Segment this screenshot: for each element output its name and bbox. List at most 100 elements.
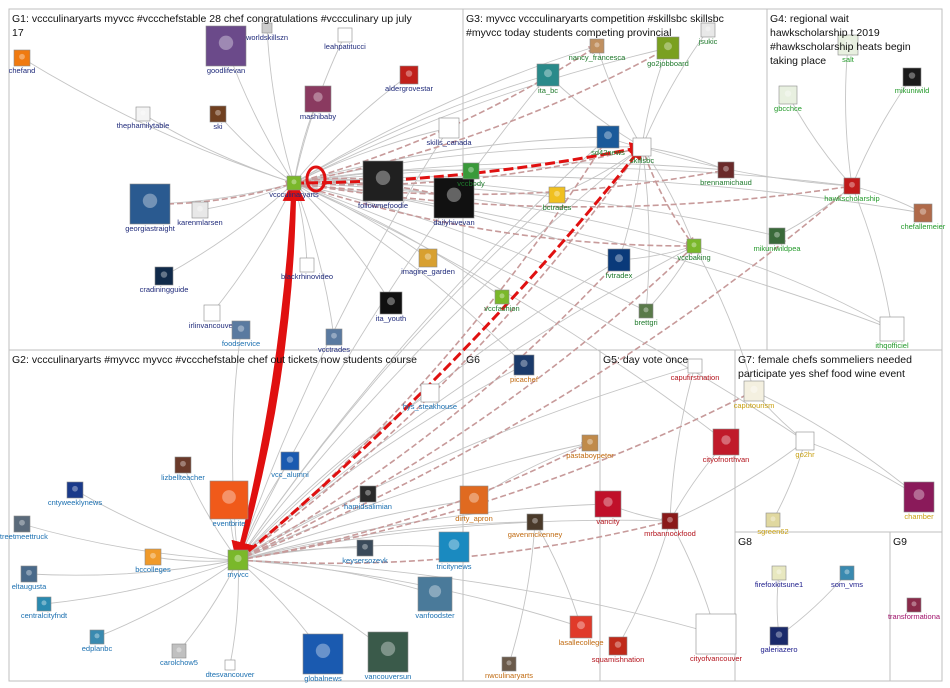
node-avatar [302, 633, 344, 675]
node-cntyweeklynews[interactable]: cntyweeklynews [48, 481, 102, 507]
node-label: lizbellteacher [161, 473, 205, 482]
node-nwculinaryarts[interactable]: nwculinaryarts [485, 656, 533, 680]
node-label: skillsbc [630, 156, 654, 165]
node-streetmeettruck[interactable]: streetmeettruck [0, 515, 48, 541]
node-vancouversun[interactable]: vancouversun [365, 631, 412, 681]
node-gavenmckenney[interactable]: gavenmckenney [508, 513, 563, 539]
avatar-icon [142, 193, 158, 208]
node-pastaboypeter[interactable]: pastaboypeter [566, 434, 614, 460]
node-eltaugusta[interactable]: eltaugusta [12, 565, 47, 591]
node-sgreen62[interactable]: sgreen62 [757, 512, 789, 536]
node-ita_bc[interactable]: ita_bc [536, 63, 560, 95]
node-go2hr[interactable]: go2hr [795, 431, 815, 459]
node-label: vancouversun [365, 672, 412, 681]
node-foodservice[interactable]: foodservice [222, 320, 260, 348]
node-brennamichaud[interactable]: brennamichaud [700, 161, 752, 187]
node-lizbellteacher[interactable]: lizbellteacher [161, 456, 205, 482]
node-aldergrovestar[interactable]: aldergrovestar [385, 65, 433, 93]
node-mikuniwildpea[interactable]: mikuniwildpea [753, 227, 801, 253]
node-cradiningguide[interactable]: cradiningguide [140, 266, 189, 294]
node-vancity[interactable]: vancity [594, 490, 622, 526]
node-centralcityfndt[interactable]: centralcityfndt [21, 596, 68, 620]
node-tricitynews[interactable]: tricitynews [436, 531, 472, 571]
node-galeriazero[interactable]: galeriazero [760, 626, 798, 654]
node-vcctrades[interactable]: vcctrades [318, 328, 350, 354]
node-worldskillszn[interactable]: worldskillszn [245, 22, 288, 42]
node-carolchow5[interactable]: carolchow5 [160, 643, 198, 667]
node-blackrhinovideo[interactable]: blackrhinovideo [281, 257, 333, 281]
node-salt[interactable]: salt [837, 34, 859, 64]
node-hamidsalimian[interactable]: hamidsalimian [344, 485, 392, 511]
node-ita_youth[interactable]: ita_youth [376, 291, 406, 323]
edge [753, 390, 920, 498]
node-firefoxkitsune1[interactable]: firefoxkitsune1 [755, 565, 803, 589]
node-hawkscholarship[interactable]: hawkscholarship [824, 177, 880, 203]
node-gbcchce[interactable]: gbcchce [774, 85, 802, 113]
node-leahpatitucci[interactable]: leahpatitucci [324, 27, 366, 51]
node-vccbody[interactable]: vccbody [457, 162, 485, 188]
node-cityofvancouver[interactable]: cityofvancouver [690, 613, 743, 663]
node-jsukic[interactable]: jsukic [698, 22, 718, 46]
node-som_vms[interactable]: som_vms [831, 565, 863, 589]
node-caputourism[interactable]: caputourism [734, 380, 775, 410]
node-transformationa[interactable]: transformationa [888, 597, 941, 621]
node-georgiastraight[interactable]: georgiastraight [125, 183, 176, 233]
node-dailyhivevan[interactable]: dailyhivevan [433, 177, 475, 227]
node-chamber[interactable]: chamber [903, 481, 935, 521]
node-vccculinaryarts[interactable]: vccculinaryarts [269, 175, 319, 199]
node-avatar [778, 85, 798, 105]
edge [293, 182, 727, 443]
node-squamishnation[interactable]: squamishnation [592, 636, 645, 664]
node-avatar [513, 354, 535, 376]
node-dtesvancouver[interactable]: dtesvancouver [206, 659, 255, 679]
node-karenmlarsen[interactable]: karenmlarsen [177, 201, 223, 227]
group-label-G7: G7: female chefs sommeliers needed [738, 354, 912, 366]
node-thephamilytable[interactable]: thephamilytable [117, 106, 170, 130]
node-cityofnorthvan[interactable]: cityofnorthvan [703, 428, 750, 464]
node-keysersozevk[interactable]: keysersozevk [342, 539, 388, 565]
node-hys_steakhouse[interactable]: hys_steakhouse [403, 383, 457, 411]
node-vanfoodster[interactable]: vanfoodster [415, 576, 455, 620]
node-lasallecollege[interactable]: lasallecollege [558, 615, 604, 647]
node-label: dtesvancouver [206, 670, 255, 679]
node-vcc_alumni[interactable]: vcc_alumni [271, 451, 309, 479]
node-skills_canada[interactable]: skills_canada [426, 117, 472, 147]
node-eventbrite[interactable]: eventbrite [209, 480, 249, 528]
node-edplanbc[interactable]: edplanbc [82, 629, 113, 653]
node-label: brettgri [634, 318, 658, 327]
node-picachef[interactable]: picachef [510, 354, 539, 384]
node-chefand[interactable]: chefand [9, 49, 36, 75]
node-go2jobboard[interactable]: go2jobboard [647, 36, 689, 68]
node-label: georgiastraight [125, 224, 176, 233]
group-label-G5: G5: day vote once [603, 354, 688, 366]
node-sd42news[interactable]: sd42news [591, 125, 625, 157]
node-bctrades[interactable]: bctrades [543, 186, 572, 212]
node-brettgri[interactable]: brettgri [634, 303, 658, 327]
node-bccolleges[interactable]: bccolleges [135, 548, 171, 574]
node-vccbaking[interactable]: vccbaking [677, 238, 711, 262]
node-mashibaby[interactable]: mashibaby [300, 85, 337, 121]
node-followmefoodie[interactable]: followmefoodie [358, 160, 408, 210]
node-capufirstnation[interactable]: capufirstnation [671, 358, 720, 382]
edge [641, 146, 853, 189]
node-label: vcctrades [318, 345, 350, 354]
node-globalnews[interactable]: globalnews [302, 633, 344, 683]
node-ski[interactable]: ski [209, 105, 227, 131]
node-goodlifevan[interactable]: goodlifevan [205, 25, 247, 75]
node-imagine_garden[interactable]: imagine_garden [401, 248, 455, 276]
node-label: globalnews [304, 674, 342, 683]
node-skillsbc[interactable]: skillsbc [630, 137, 654, 165]
node-irlinvancouver[interactable]: irlinvancouver [189, 304, 236, 330]
node-dirty_apron[interactable]: dirty_apron [455, 485, 493, 523]
node-avatar [66, 481, 84, 499]
node-myvcc[interactable]: myvcc [227, 549, 249, 579]
node-vccfashion[interactable]: vccfashion [484, 289, 520, 313]
node-mikuniwild[interactable]: mikuniwild [895, 67, 930, 95]
node-label: jsukic [698, 37, 718, 46]
node-chefallemeier[interactable]: chefallemeier [901, 203, 946, 231]
node-ithqofficiel[interactable]: ithqofficiel [875, 316, 909, 350]
avatar-icon [664, 42, 672, 51]
node-fvtradex[interactable]: fvtradex [606, 248, 633, 280]
node-mrbannockfood[interactable]: mrbannockfood [644, 512, 696, 538]
node-nancy_francesca[interactable]: nancy_francesca [569, 38, 627, 62]
